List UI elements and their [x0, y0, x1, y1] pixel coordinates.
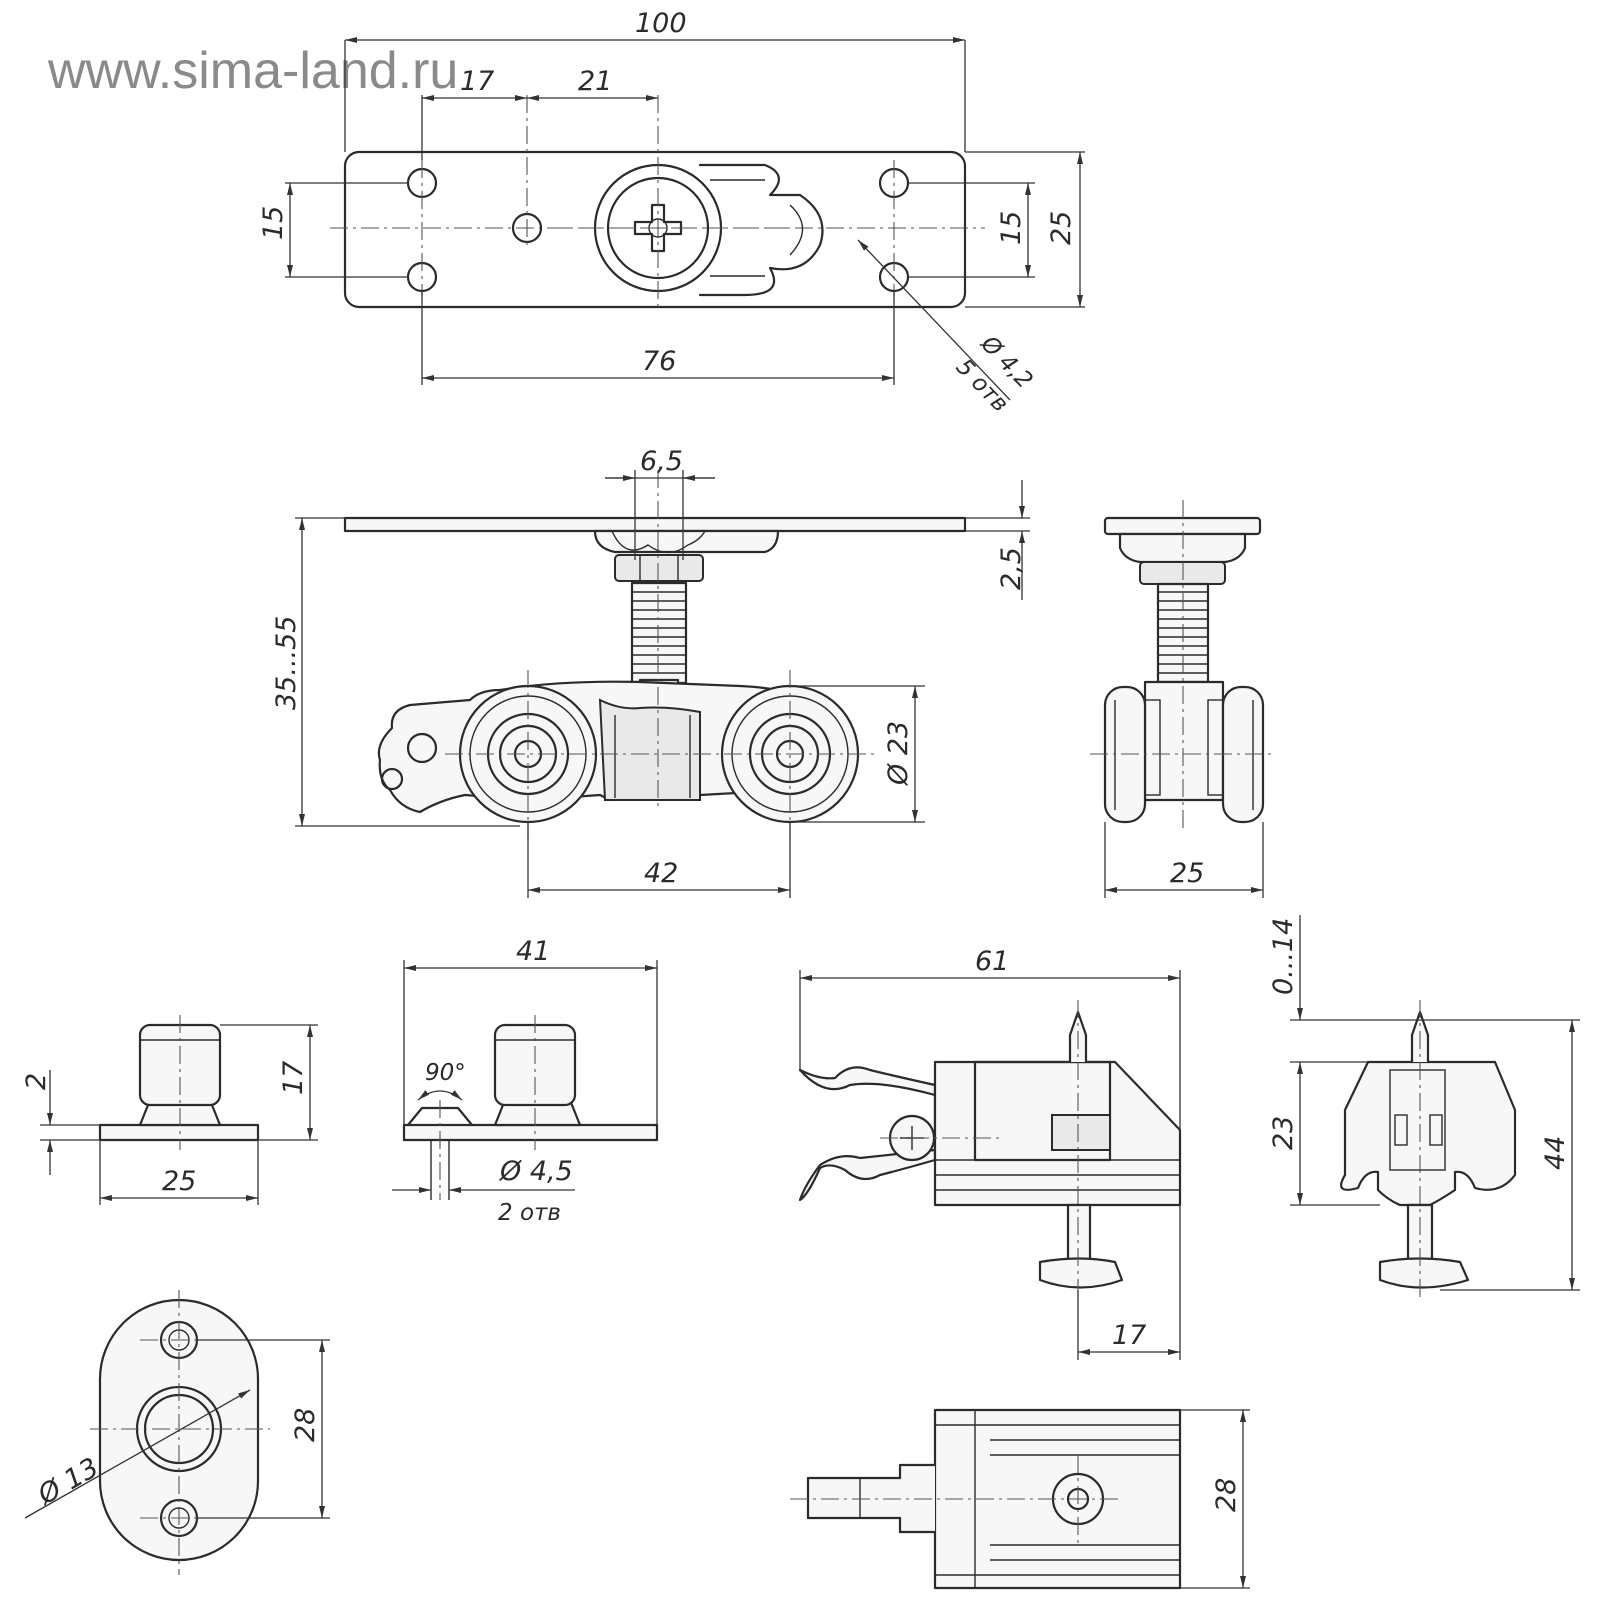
- dim-edge-to-center-hole: 17: [460, 66, 494, 97]
- dim-flange-thickness: 2: [21, 1073, 52, 1090]
- dim-stopper-total-height: 44: [1540, 1136, 1571, 1170]
- dim-stud-width: 6,5: [640, 446, 683, 477]
- stopper-top-dimensions: 28: [1180, 1409, 1250, 1589]
- dim-height-range: 35...55: [271, 616, 302, 710]
- dim-adjust-range: 0...14: [1268, 918, 1299, 995]
- dim-mount-hole-count: 2 отв: [498, 1200, 561, 1226]
- dim-roller-length: 41: [516, 936, 550, 967]
- stopper-side-dimensions: 61 17: [799, 946, 1181, 1360]
- dim-end-width: 25: [1170, 858, 1204, 889]
- dim-countersink: 90°: [425, 1060, 466, 1086]
- dim-hole-spacing-left: 15: [258, 206, 289, 240]
- dim-hole-spacing-right: 15: [996, 211, 1027, 245]
- dim-stopper-body-height: 23: [1268, 1116, 1299, 1150]
- dim-mount-hole-diameter: Ø 4,5: [499, 1156, 573, 1187]
- dim-stopper-length: 61: [975, 946, 1009, 977]
- mounting-plate-top-view: [330, 95, 985, 310]
- guide-roller-side-dimensions: 2 17 25: [21, 1024, 318, 1205]
- dim-top-hole-spacing: 28: [290, 1408, 321, 1442]
- dim-stopper-width: 28: [1211, 1478, 1242, 1512]
- dim-stopper-tail: 17: [1112, 1320, 1146, 1351]
- guide-roller-front-dimensions: 41 90° Ø 4,5 2 отв: [392, 936, 658, 1226]
- guide-roller-top-view: [90, 1290, 270, 1575]
- dim-plate-width: 25: [1046, 211, 1077, 245]
- stopper-top-view: [790, 1408, 1182, 1590]
- stopper-side-view: [798, 1000, 1182, 1300]
- dim-roller-diameter: Ø 13: [32, 1452, 104, 1511]
- guide-roller-side-view: [98, 1015, 260, 1150]
- dim-wheel-spacing: 42: [644, 858, 678, 889]
- dim-overall-length: 100: [635, 8, 687, 39]
- carriage-end-dimensions: 25: [1104, 822, 1264, 898]
- watermark: www.sima-land.ru: [47, 42, 458, 100]
- carriage-side-view: [343, 470, 967, 840]
- dim-flange-width: 25: [162, 1166, 196, 1197]
- stopper-front-view: [1340, 1000, 1517, 1300]
- dim-plate-thickness: 2,5: [996, 547, 1027, 590]
- dim-wheel-diameter: Ø 23: [883, 721, 914, 786]
- carriage-side-dimensions: 6,5 2,5 35...55 Ø 23 42: [271, 446, 1030, 898]
- dim-center-hole-to-pivot: 21: [578, 66, 612, 97]
- dim-roller-height: 17: [278, 1061, 309, 1095]
- carriage-end-view: [1090, 500, 1275, 830]
- guide-roller-front-view: [402, 1015, 659, 1200]
- dim-hole-span: 76: [642, 346, 676, 377]
- stopper-front-dimensions: 0...14 23 44: [1268, 915, 1580, 1291]
